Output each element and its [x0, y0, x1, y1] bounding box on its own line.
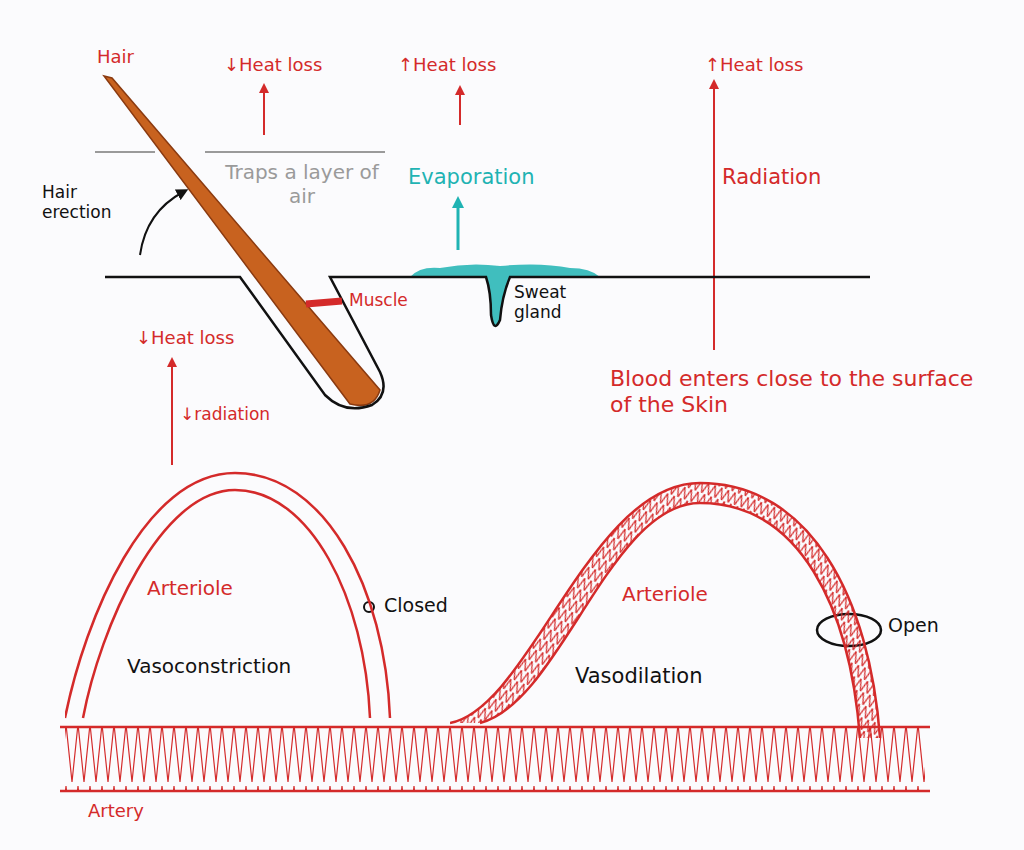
vessel-outline — [450, 478, 890, 740]
arteriole-wall — [480, 503, 860, 738]
arteriole-wall — [65, 473, 390, 718]
erector-muscle — [306, 301, 342, 304]
sweat-film — [410, 264, 600, 277]
annotation-label: Open — [888, 614, 939, 637]
arteriole-arch: ArterioleVasoconstriction — [65, 468, 395, 723]
arteriole-arch: ArterioleVasodilation — [450, 478, 890, 740]
vessel-outline — [60, 722, 930, 840]
annotation-label: Blood enters close to the surface of the… — [610, 366, 980, 419]
annotation-label: Muscle — [349, 290, 408, 310]
annotation-label: ↓radiation — [180, 404, 270, 424]
annotation-label: ↓Heat loss — [136, 327, 234, 349]
erection-arrow — [140, 192, 183, 255]
annotation-label: Closed — [384, 594, 448, 617]
annotation-label: Hair — [97, 46, 134, 68]
evaporation-arrow — [457, 202, 460, 250]
vessel-state: Vasoconstriction — [127, 654, 291, 678]
heat-arrow — [459, 90, 461, 125]
blood-fill — [65, 728, 925, 790]
annotation-label: ↑Heat loss — [705, 54, 803, 76]
annotation-label: Sweat gland — [514, 282, 584, 323]
radiation-arrow — [171, 362, 173, 465]
radiation-arrow — [713, 84, 715, 350]
annotation-label: Radiation — [722, 165, 821, 190]
air-layer-line — [95, 151, 385, 153]
heat-arrow — [263, 88, 265, 135]
artery-wall — [60, 727, 930, 791]
vessel-state: Vasodilation — [575, 664, 703, 689]
annotation-label: Hair erection — [42, 182, 134, 223]
vessel-name: Artery — [88, 800, 144, 822]
annotation-label: ↑Heat loss — [398, 54, 496, 76]
annotation-label: ↓Heat loss — [224, 54, 322, 76]
blood-fill — [450, 483, 880, 738]
arteriole-wall — [450, 483, 880, 738]
annotation-label: Traps a layer of air — [222, 160, 382, 208]
annotation-label: Evaporation — [408, 165, 534, 190]
hair-shaft — [104, 76, 380, 405]
arteriole-wall — [83, 490, 370, 718]
vessel-name: Arteriole — [622, 582, 708, 606]
vessel-name: Arteriole — [147, 576, 233, 600]
artery-band: Artery — [60, 722, 930, 840]
